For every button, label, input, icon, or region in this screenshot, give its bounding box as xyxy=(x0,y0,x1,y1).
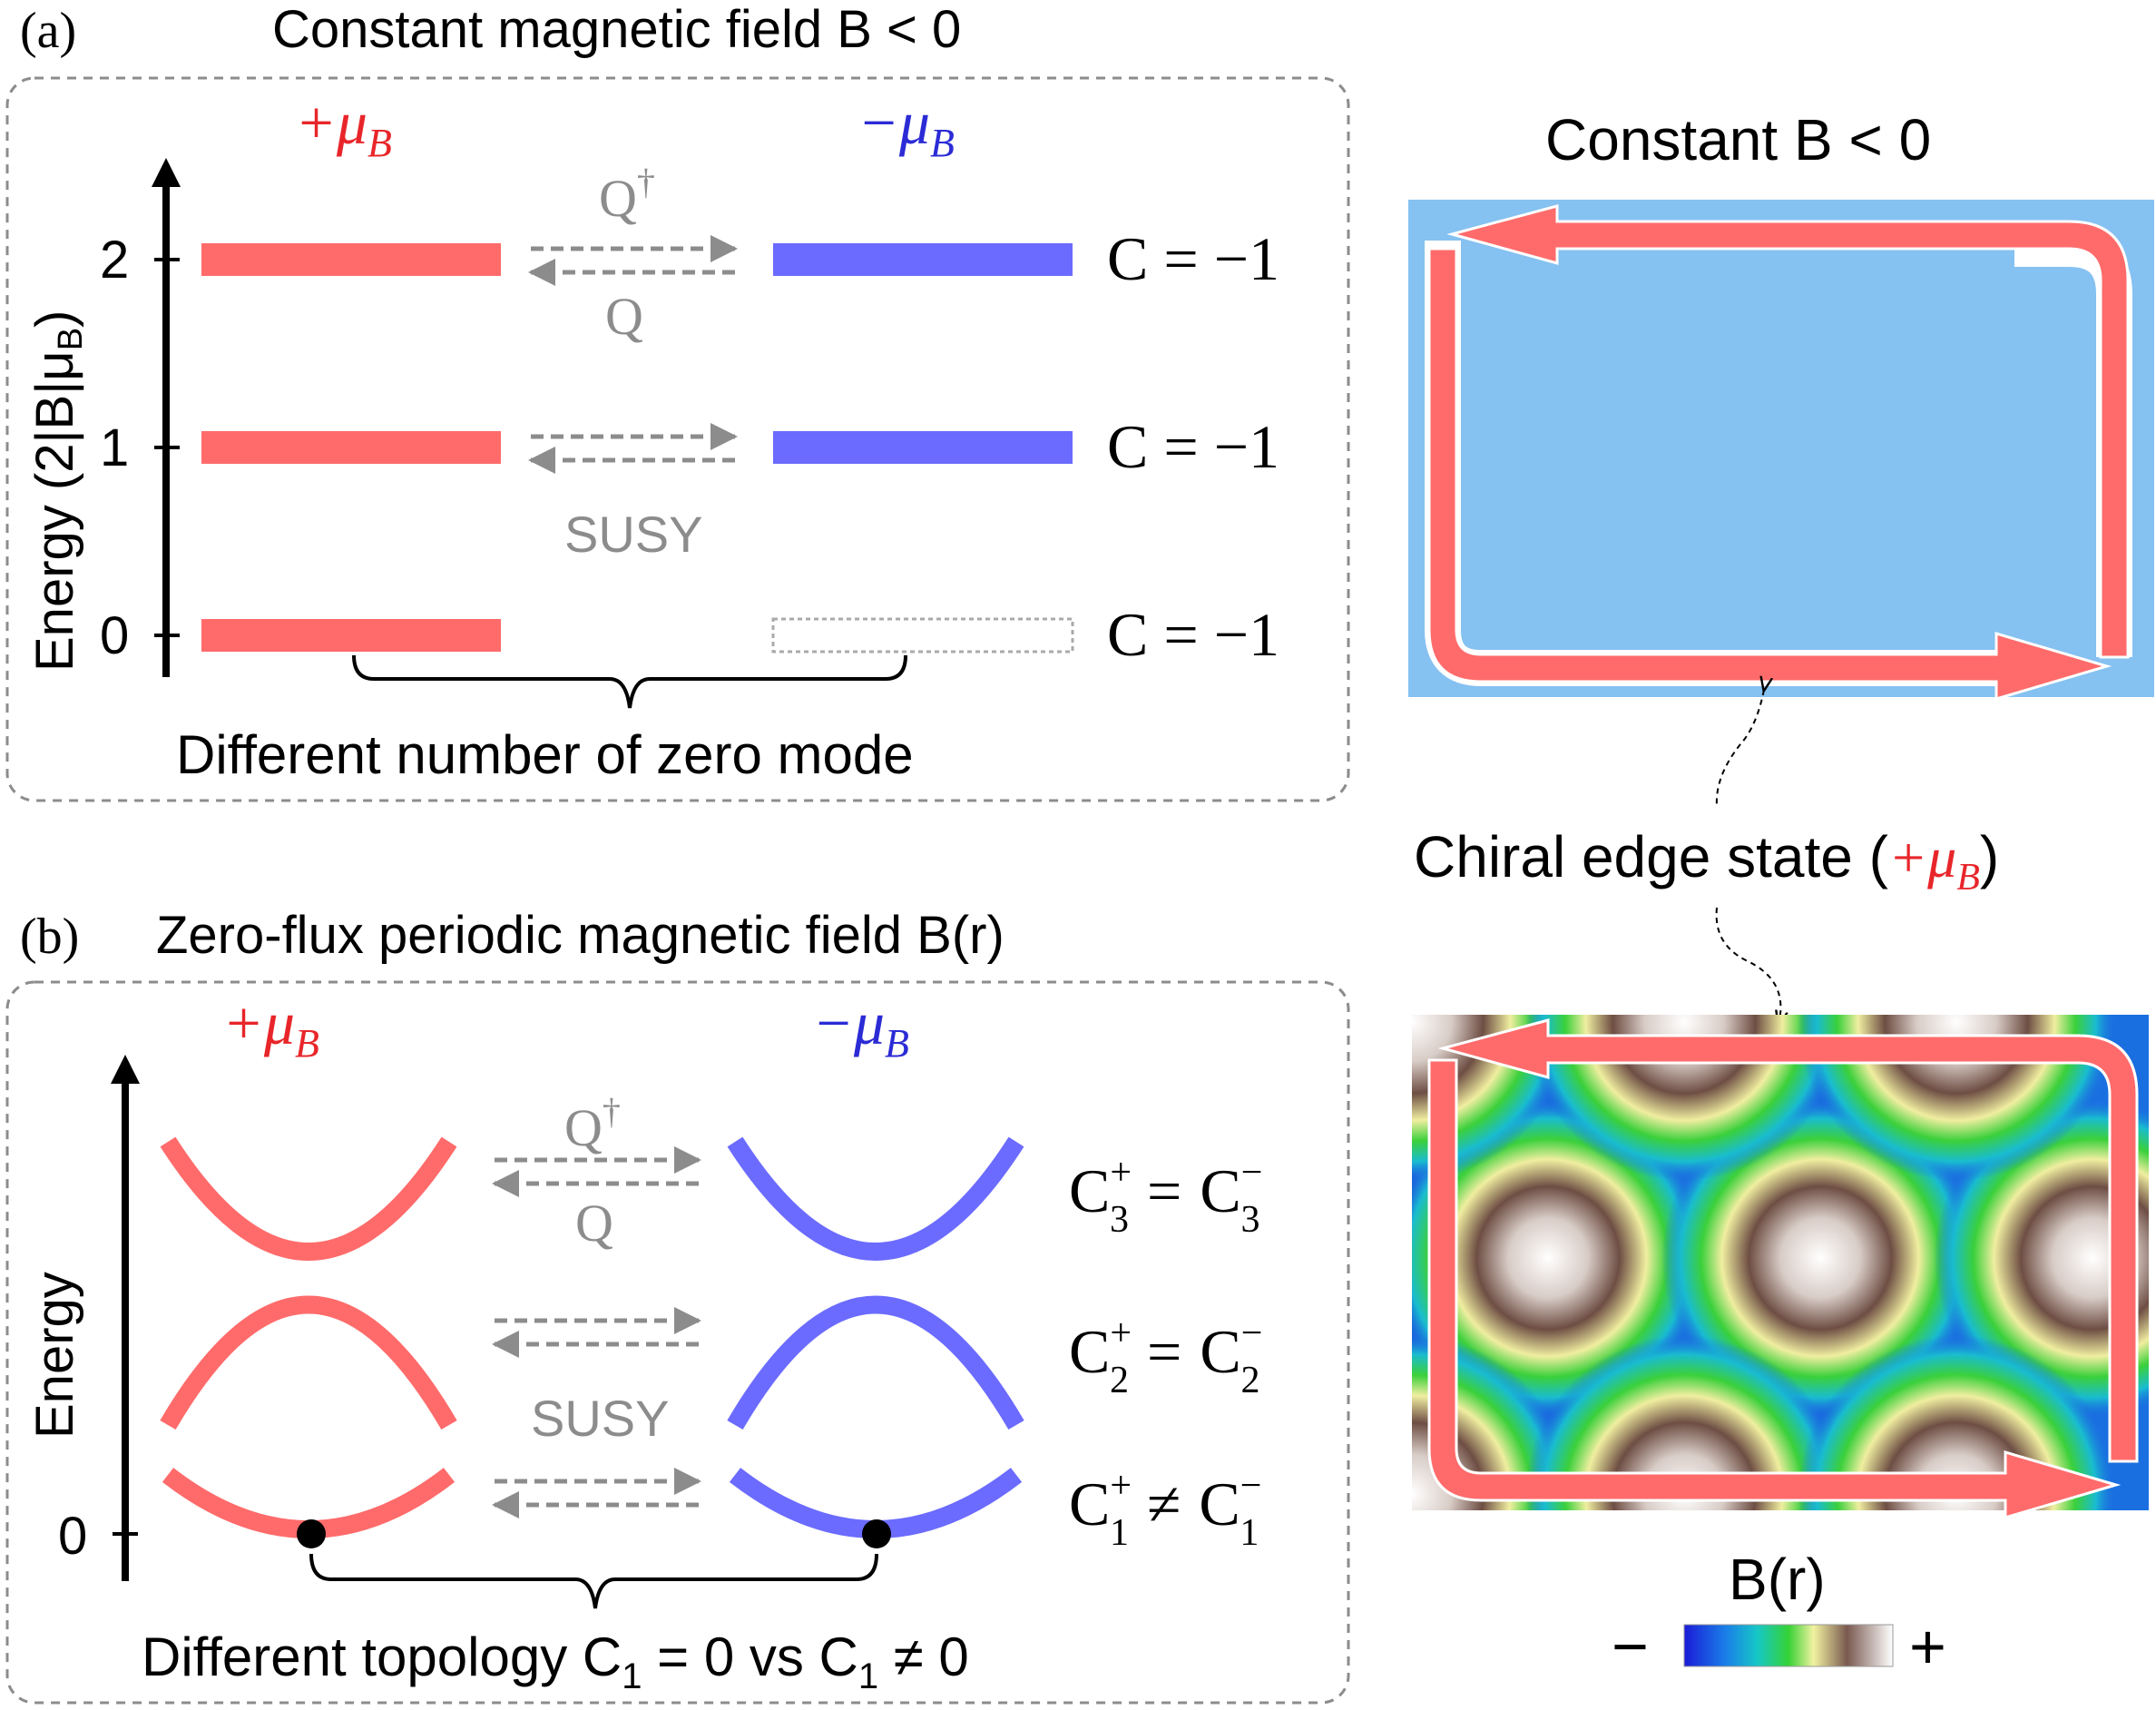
tick-label-2-a: 2 xyxy=(100,231,129,290)
panel-b-frame xyxy=(5,980,1350,1705)
connector-line xyxy=(1715,690,1764,807)
panel-b-title: Zero-flux periodic magnetic field B(r) xyxy=(156,906,1004,965)
susy-label-a: SUSY xyxy=(564,506,703,563)
plus-mu-b-label-b: +μB xyxy=(222,988,319,1066)
connector-line-lower xyxy=(1715,907,1781,1024)
chern-relation-band-2: C+2=C−2 xyxy=(1069,1312,1262,1401)
chern-relation-band-3: C+3=C−3 xyxy=(1069,1152,1262,1241)
colorbar-plus-label: + xyxy=(1909,1611,1946,1682)
band-minus-2 xyxy=(727,1295,1024,1430)
panel-a-frame xyxy=(5,76,1350,802)
panel-a-title: Constant magnetic field B < 0 xyxy=(272,0,961,59)
tick-label-0-b: 0 xyxy=(58,1507,87,1566)
edge-state-arrow-bottom-top xyxy=(1427,247,2112,702)
zero-mode-dot-plus xyxy=(297,1519,326,1548)
zero-mode-dot-minus xyxy=(862,1519,891,1548)
level-minus-2 xyxy=(773,243,1073,276)
band-minus-3 xyxy=(727,1136,1024,1261)
colorbar-title: B(r) xyxy=(1729,1547,1826,1612)
susy-label-b: SUSY xyxy=(531,1390,670,1447)
plus-mu-b-label-a: +μB xyxy=(295,88,392,165)
level-plus-2 xyxy=(201,243,501,276)
periodic-field-map xyxy=(1412,1015,2149,1510)
level-minus-1 xyxy=(773,431,1073,464)
colorbar xyxy=(1683,1624,1894,1667)
chern-label-level-1: C = −1 xyxy=(1107,412,1279,481)
level-minus-0-missing xyxy=(771,617,1074,654)
panel-a: (a) Constant magnetic field B < 0 +μB −μ… xyxy=(5,0,1350,802)
panel-b-label: (b) xyxy=(20,909,79,965)
susy-arrows-b xyxy=(492,1146,701,1518)
q-dagger-b: Q† xyxy=(564,1091,621,1157)
minus-mu-b-label-b: −μB xyxy=(812,988,909,1066)
panel-a-label: (a) xyxy=(20,3,76,59)
bottom-note-a: Different number of zero mode xyxy=(176,724,914,785)
right-column: Constant B < 0 Chiral edge state (+μB) xyxy=(1408,107,2154,1682)
panel-b: (b) Zero-flux periodic magnetic field B(… xyxy=(5,906,1350,1705)
minus-mu-b-label-a: −μB xyxy=(858,88,955,165)
level-plus-0 xyxy=(201,619,501,652)
brace-a xyxy=(352,654,907,709)
edge-state-arrow-bottom-map xyxy=(1427,1058,2122,1520)
susy-arrows-a xyxy=(528,235,738,474)
constant-field-region xyxy=(1408,200,2154,697)
q-b: Q xyxy=(575,1194,613,1253)
q-a: Q xyxy=(605,287,643,346)
tick-label-0-a: 0 xyxy=(100,606,129,665)
edge-state-arrow-left-top xyxy=(1446,204,2130,659)
y-axis-label-a: Energy (2|B|μB) xyxy=(25,310,90,672)
colorbar-minus-label: − xyxy=(1612,1611,1649,1682)
q-dagger-a: Q† xyxy=(599,162,655,228)
level-plus-1 xyxy=(201,431,501,464)
edge-state-arrow-left-map xyxy=(1437,1018,2139,1463)
chiral-edge-state-label: Chiral edge state (+μB) xyxy=(1414,824,1999,899)
bottom-note-b: Different topology C1 = 0 vs C1 ≠ 0 xyxy=(142,1626,969,1696)
band-plus-3 xyxy=(160,1136,457,1261)
band-plus-2 xyxy=(160,1295,457,1430)
chern-relation-band-1: C+1≠C−1 xyxy=(1069,1465,1261,1554)
tick-label-1-a: 1 xyxy=(100,418,129,477)
brace-b xyxy=(309,1553,878,1609)
y-axis-label-b: Energy xyxy=(25,1272,84,1439)
chern-label-level-2: C = −1 xyxy=(1107,224,1279,293)
chern-label-level-0: C = −1 xyxy=(1107,600,1279,669)
constant-b-title: Constant B < 0 xyxy=(1545,107,1931,172)
